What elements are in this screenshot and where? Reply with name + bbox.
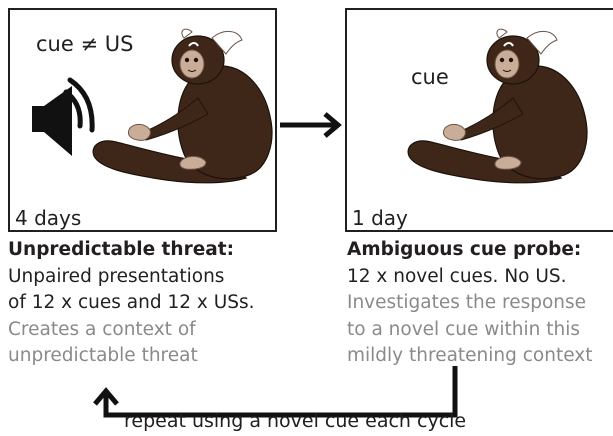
cue-label: cue ≠ US [36,32,134,56]
description-note: Investigates the response [347,292,587,313]
speaker-icon [32,77,95,156]
description-title: Unpredictable threat: [8,239,234,260]
description-line: of 12 x cues and 12 x USs. [8,292,255,313]
description-line: 12 x novel cues. No US. [347,265,567,287]
cycle-arrow [93,366,458,418]
duration-label: 4 days [15,206,82,230]
unpredictable-threat-description: Unpredictable threat: Unpaired presentat… [8,237,255,370]
duration-label: 1 day [352,206,408,230]
right-arrow [280,112,342,138]
cue-label: cue [411,65,449,89]
description-line: Unpaired presentations [8,265,225,287]
cycle-label: repeat using a novel cue each cycle [124,410,467,432]
description-note: Creates a context of [8,318,196,340]
description-note: to a novel cue within this [347,318,580,340]
ambiguous-cue-panel: cue 1 day [345,8,613,232]
unpredictable-threat-panel: cue ≠ US 4 days [8,8,277,232]
description-title: Ambiguous cue probe: [347,239,582,260]
ambiguous-cue-description: Ambiguous cue probe: 12 x novel cues. No… [347,237,593,370]
description-note: unpredictable threat [8,345,198,366]
description-note: mildly threatening context [347,345,593,366]
